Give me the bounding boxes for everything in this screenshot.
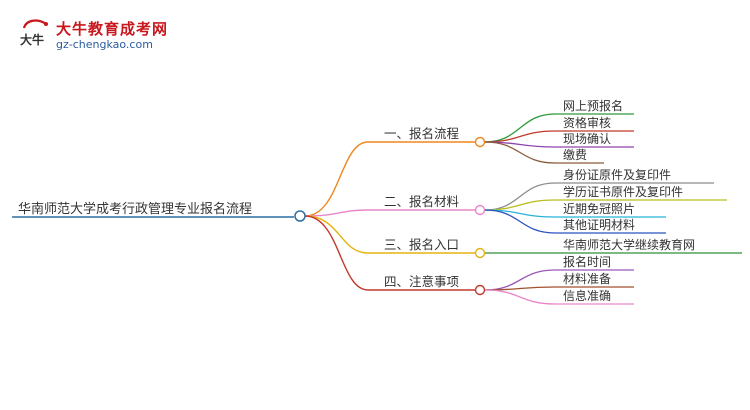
- logo-mark-text: 大牛: [20, 32, 44, 47]
- branch-3-node-dot[interactable]: [474, 247, 486, 259]
- branch-1-child-2-label[interactable]: 资格审核: [563, 115, 611, 130]
- branch-4-child-3-connector: [484, 289, 556, 305]
- branch-4-label[interactable]: 四、注意事项: [384, 274, 459, 289]
- branch-2-child-1-label[interactable]: 身份证原件及复印件: [563, 167, 671, 182]
- branch-2-child-2-label[interactable]: 学历证书原件及复印件: [563, 184, 683, 199]
- branch-4-child-3-label[interactable]: 信息准确: [563, 288, 611, 303]
- branch-2-connector: [304, 209, 369, 217]
- branch-4-child-2-label[interactable]: 材料准备: [563, 272, 611, 286]
- branch-4-child-1-label[interactable]: 报名时间: [563, 254, 611, 269]
- logo-title: 大牛教育成考网: [56, 20, 169, 38]
- branch-1-connector: [304, 141, 369, 217]
- branch-2-child-4-label[interactable]: 其他证明材料: [563, 218, 635, 232]
- bull-logo-icon: 大牛: [20, 19, 48, 47]
- branch-2-child-3-label[interactable]: 近期免冠照片: [563, 201, 635, 216]
- root-node-dot[interactable]: [294, 210, 306, 222]
- logo-url: gz-chengkao.com: [56, 38, 153, 51]
- branch-3-label[interactable]: 三、报名入口: [384, 237, 459, 252]
- branch-2-label[interactable]: 二、报名材料: [384, 194, 460, 209]
- site-logo[interactable]: 大牛 大牛教育成考网 gz-chengkao.com: [16, 16, 186, 58]
- branch-3-connector: [304, 215, 369, 254]
- branch-2-node-dot[interactable]: [474, 204, 486, 216]
- branch-4-node-dot[interactable]: [474, 284, 486, 296]
- branch-2-child-1-connector: [484, 182, 556, 211]
- branch-1-child-4-connector: [484, 141, 556, 164]
- branch-1-child-1-label[interactable]: 网上预报名: [563, 98, 623, 113]
- branch-1-child-2-connector: [484, 130, 556, 143]
- branch-4-connector: [304, 215, 369, 291]
- branch-1-label[interactable]: 一、报名流程: [384, 126, 460, 141]
- branch-1-node-dot[interactable]: [474, 136, 486, 148]
- branch-1-child-4-label[interactable]: 缴费: [563, 147, 587, 162]
- branch-1-child-3-label[interactable]: 现场确认: [563, 132, 611, 146]
- root-topic[interactable]: 华南师范大学成考行政管理专业报名流程: [18, 201, 252, 217]
- branch-3-child-1-label[interactable]: 华南师范大学继续教育网: [563, 237, 695, 252]
- branch-1-child-1-connector: [484, 113, 556, 143]
- branch-4-child-2-connector: [484, 286, 556, 291]
- branch-2-child-4-connector: [484, 209, 556, 234]
